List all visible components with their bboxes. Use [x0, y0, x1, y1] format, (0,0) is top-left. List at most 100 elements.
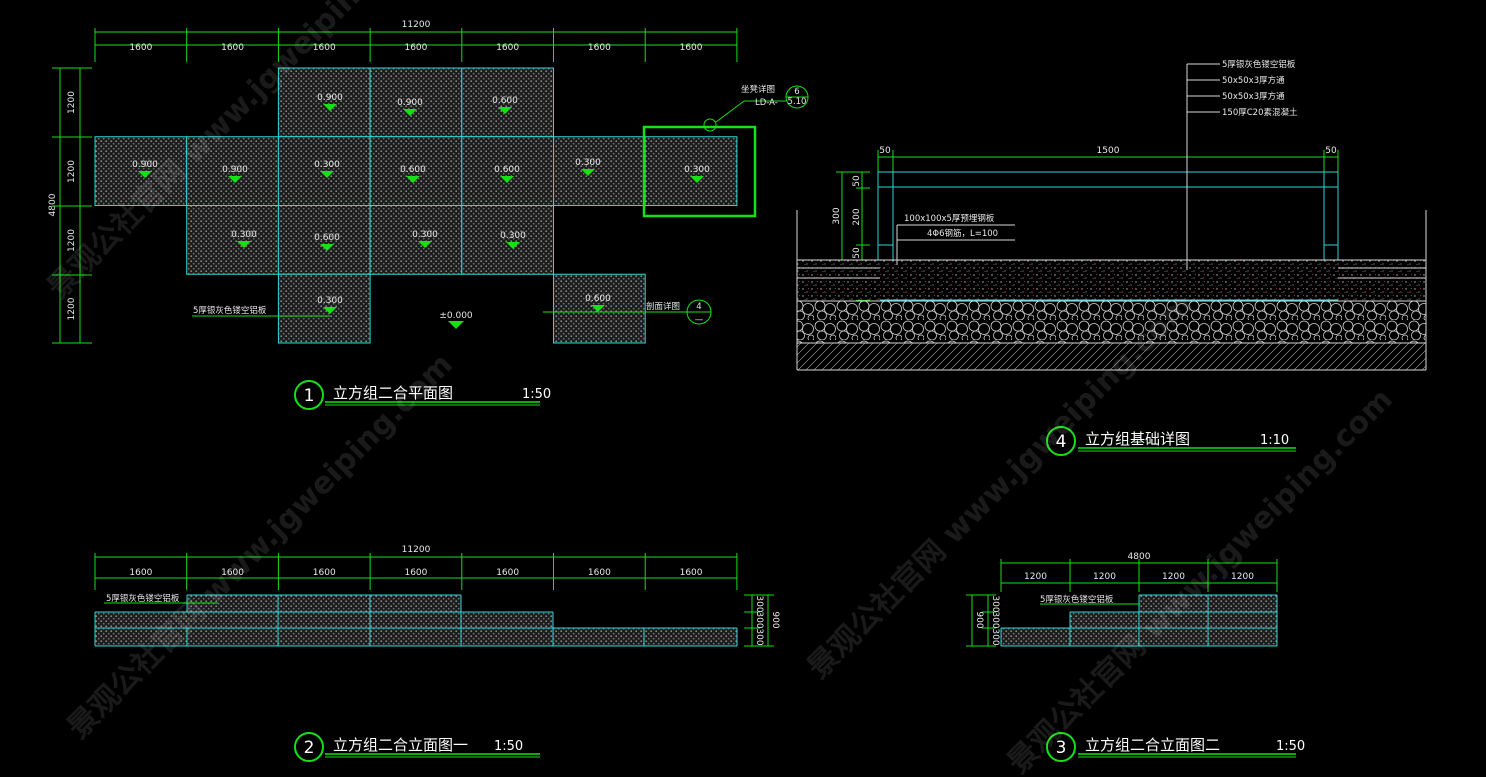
plan-tile: [461, 136, 554, 206]
elev1-column-dimension: 1600: [129, 568, 152, 578]
title-detail-number: 4: [1056, 432, 1067, 452]
detail-note-plate: 100x100x5厚预埋钢板: [904, 213, 995, 224]
elevation-marker-icon: [403, 109, 417, 116]
title-elev2-scale: 1:50: [1276, 739, 1305, 754]
elevation-marker-icon: [406, 176, 420, 183]
elevation-marker-icon: [591, 305, 605, 312]
callout-bottom: 5.10: [788, 97, 807, 107]
elevation-label: 0.900: [222, 165, 248, 175]
title-plan-text: 立方组二合平面图: [333, 384, 453, 402]
elev2-overall-dimension: 4800: [1128, 552, 1151, 562]
elevation-marker-icon: [323, 104, 337, 111]
elevation-label: 0.600: [492, 96, 518, 106]
elevation-marker-icon: [323, 307, 337, 314]
callout-top: 6: [794, 87, 799, 97]
section-label: 剖面详图: [646, 301, 680, 312]
plan-column-dimension: 1600: [680, 43, 703, 53]
elev2-column-dimension: 1200: [1024, 572, 1047, 582]
elev2-left-total: 900: [974, 611, 984, 628]
foundation-detail: 50 1500 50 300 50 200 50 150: [796, 59, 1427, 371]
elevation-label: 0.600: [400, 165, 426, 175]
elev2-column-dimension: 1200: [1093, 572, 1116, 582]
elevation-label: 0.900: [397, 98, 423, 108]
title-elevation-one: 2 立方组二合立面图一 1:50: [294, 732, 540, 762]
elevation-marker-icon: [500, 176, 514, 183]
elev1-overall-dimension: 11200: [402, 545, 431, 555]
elev2-column-dimension: 1200: [1162, 572, 1185, 582]
plan-column-dimension: 1600: [129, 43, 152, 53]
detail-dim-right: 50: [1325, 146, 1337, 156]
elev1-column-dimension: 1600: [404, 568, 427, 578]
plan-column-dimension: 1600: [221, 43, 244, 53]
title-elevation-two: 3 立方组二合立面图二 1:50: [1046, 732, 1305, 762]
elevation-marker-icon: [237, 241, 251, 248]
plan-tile: [369, 67, 463, 138]
plan-tile: [277, 67, 371, 138]
plan-overall-dimension: 11200: [402, 20, 431, 30]
title-elev1-text: 立方组二合立面图一: [333, 736, 468, 754]
callout-code: LD-A-: [755, 98, 778, 108]
section-bottom: —: [695, 315, 704, 325]
elev1-material-note: 5厚银灰色镂空铝板: [106, 593, 180, 604]
elevation-marker-icon: [506, 242, 520, 249]
elev2-left-dim-2: 300: [990, 611, 1000, 628]
elev1-column-dimension: 1600: [588, 568, 611, 578]
ground-elevation: ±0.000: [439, 311, 473, 321]
elevation-label: 0.300: [314, 160, 340, 170]
title-plan-scale: 1:50: [522, 387, 551, 402]
elev1-column-dimension: 1600: [680, 568, 703, 578]
plan-column-dimension: 1600: [313, 43, 336, 53]
plan-row-dimension: 1200: [67, 229, 77, 252]
elevation-label: 0.300: [500, 231, 526, 241]
detail-note-1: 5厚银灰色镂空铝板: [1222, 59, 1296, 70]
elevation-marker-icon: [228, 176, 242, 183]
plan-left-total-dimension: 4800: [48, 193, 58, 216]
elev2-left-dim-3: 300: [990, 628, 1000, 645]
plan-column-dimension: 1600: [404, 43, 427, 53]
watermark: 景观公社官网 www.jgweiping.com 景观公社官网 www.jgwe…: [41, 0, 1400, 777]
detail-note-bar: 4Φ6钢筋，L=100: [927, 228, 998, 239]
title-detail-scale: 1:10: [1260, 433, 1289, 448]
elevation-marker-icon: [320, 171, 334, 178]
elevation-two: 4800 1200 1200 1200 1200 300 300 300 900 5厚…: [966, 552, 1278, 647]
elevation-label: 0.900: [317, 93, 343, 103]
plan-tile: [461, 67, 554, 138]
title-elev1-scale: 1:50: [494, 739, 523, 754]
title-elev1-number: 2: [304, 738, 315, 758]
elevation-label: 0.600: [494, 165, 520, 175]
elev1-column-dimension: 1600: [221, 568, 244, 578]
title-detail-text: 立方组基础详图: [1085, 430, 1190, 448]
detail-height-3: 50: [852, 247, 862, 259]
plan-row-dimension: 1200: [67, 297, 77, 320]
detail-note-2: 50x50x3厚方通: [1222, 75, 1285, 86]
elevation-label: 0.300: [231, 230, 257, 240]
plan-tile: [277, 273, 371, 344]
elev1-column-dimension: 1600: [313, 568, 336, 578]
detail-height-1: 50: [852, 175, 862, 187]
elevation-marker-icon: [320, 244, 334, 251]
elevation-label: 0.600: [585, 294, 611, 304]
elevation-label: 0.300: [684, 165, 710, 175]
title-elev2-text: 立方组二合立面图二: [1085, 736, 1220, 754]
elevation-label: 0.600: [314, 233, 340, 243]
detail-note-3: 50x50x3厚方通: [1222, 91, 1285, 102]
elev2-column-dimension: 1200: [1231, 572, 1254, 582]
detail-note-4: 150厚C20素混凝土: [1222, 107, 1298, 118]
detail-dim-left: 50: [879, 146, 891, 156]
elev2-left-dim-1: 300: [990, 595, 1000, 612]
elev2-material-note: 5厚银灰色镂空铝板: [1040, 594, 1114, 605]
plan-tile: [369, 136, 463, 206]
elevation-marker-icon: [418, 241, 432, 248]
title-detail: 4 立方组基础详图 1:10: [1046, 426, 1296, 456]
elev1-right-total: 900: [770, 611, 780, 628]
elev1-right-dim-3: 300: [754, 628, 764, 645]
elevation-label: 0.300: [317, 296, 343, 306]
plan-row-dimension: 1200: [67, 91, 77, 114]
watermark-text-2: 景观公社官网 www.jgweiping.com: [61, 347, 460, 746]
detail-dim-middle: 1500: [1097, 146, 1120, 156]
plan-tile: [461, 205, 554, 275]
plan-row-dimension: 1200: [67, 160, 77, 183]
elevation-marker-icon: [498, 107, 512, 114]
